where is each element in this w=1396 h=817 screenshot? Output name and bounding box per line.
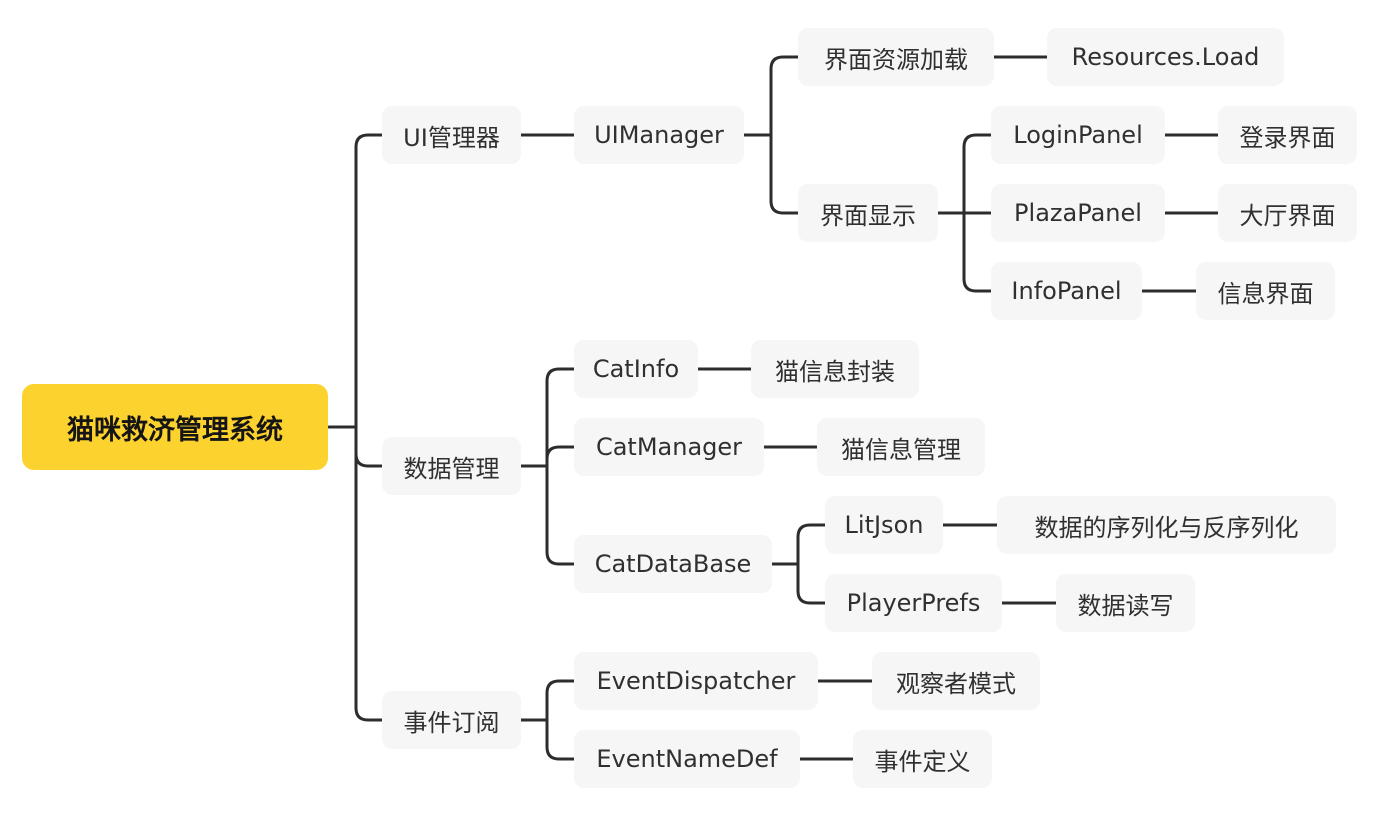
node-ui-display[interactable]: 界面显示 (798, 184, 938, 242)
node-litjson[interactable]: LitJson (825, 496, 943, 554)
root-fan-link-2 (354, 425, 384, 722)
node-cat-info-encapsulation[interactable]: 猫信息封装 (751, 340, 919, 398)
node-playerprefs[interactable]: PlayerPrefs (825, 574, 1002, 632)
event-fan-link-1 (545, 718, 576, 761)
display-fan-link-2 (962, 211, 993, 293)
node-ui-manager-category[interactable]: UI管理器 (382, 106, 521, 164)
node-catinfo[interactable]: CatInfo (574, 340, 698, 398)
data-fan-link-0 (545, 367, 576, 468)
root-node[interactable]: 猫咪救济管理系统 (22, 384, 328, 470)
database-fan-link-1 (796, 562, 827, 605)
uimanager-fan-link-1 (769, 133, 800, 215)
root-fan-link-0 (354, 133, 384, 429)
node-login-panel[interactable]: LoginPanel (991, 106, 1165, 164)
event-fan-link-0 (545, 679, 576, 722)
node-cat-info-management[interactable]: 猫信息管理 (817, 418, 985, 476)
node-eventnamedef[interactable]: EventNameDef (574, 730, 800, 788)
node-resources-load[interactable]: Resources.Load (1047, 28, 1284, 86)
node-catmanager[interactable]: CatManager (574, 418, 764, 476)
node-plaza-panel[interactable]: PlazaPanel (991, 184, 1165, 242)
node-eventdispatcher[interactable]: EventDispatcher (574, 652, 818, 710)
node-event-subscription[interactable]: 事件订阅 (382, 691, 521, 749)
data-fan-link-2 (545, 464, 576, 566)
node-login-ui[interactable]: 登录界面 (1218, 106, 1357, 164)
node-data-management[interactable]: 数据管理 (382, 437, 521, 495)
data-fan-link-1 (545, 445, 576, 468)
database-fan-link-0 (796, 523, 827, 566)
node-catdatabase[interactable]: CatDataBase (574, 535, 772, 593)
display-fan-link-0 (962, 133, 993, 215)
node-lobby-ui[interactable]: 大厅界面 (1218, 184, 1357, 242)
node-event-definition[interactable]: 事件定义 (853, 730, 992, 788)
root-fan-link-1 (354, 425, 384, 468)
node-observer-pattern[interactable]: 观察者模式 (872, 652, 1040, 710)
node-serialization[interactable]: 数据的序列化与反序列化 (997, 496, 1336, 554)
node-uimanager[interactable]: UIManager (574, 106, 744, 164)
node-info-panel[interactable]: InfoPanel (991, 262, 1142, 320)
node-info-ui[interactable]: 信息界面 (1196, 262, 1335, 320)
node-ui-resource-loading[interactable]: 界面资源加载 (798, 28, 994, 86)
uimanager-fan-link-0 (769, 55, 800, 137)
node-data-read-write[interactable]: 数据读写 (1056, 574, 1195, 632)
